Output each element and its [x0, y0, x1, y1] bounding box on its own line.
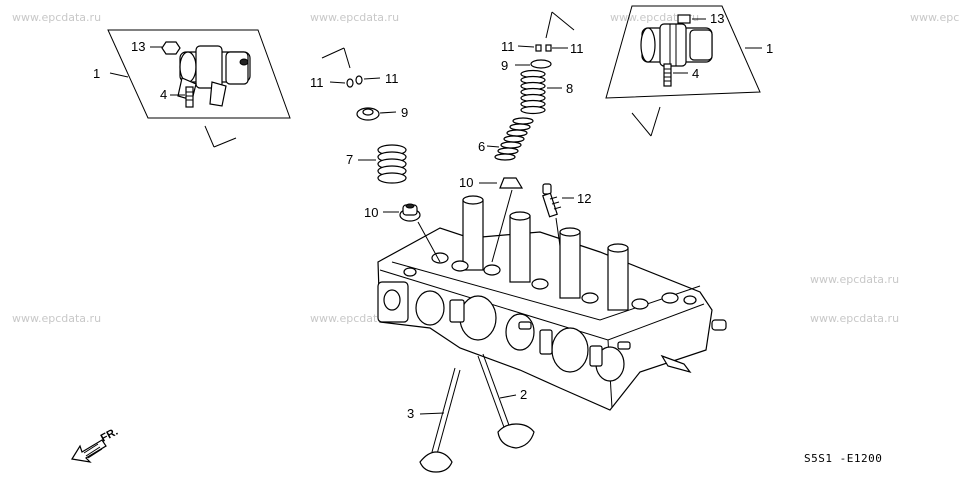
valve-seal-10-left-icon	[383, 203, 421, 222]
callout-10-left: 10	[364, 205, 378, 220]
front-direction-arrow-icon	[71, 439, 107, 463]
callout-9-top: 9	[501, 58, 508, 73]
rocker-arm-left-icon	[177, 45, 251, 107]
valve-spring-7-icon	[358, 144, 407, 184]
watermark: www.epcdata.ru	[810, 312, 899, 325]
cam-towers	[462, 195, 629, 311]
cylinder-head-icon	[377, 189, 727, 411]
callout-11-top-left: 11	[501, 39, 515, 54]
rocker-arm-right-icon	[640, 23, 713, 67]
exhaust-valve-2-icon	[477, 353, 535, 449]
callout-8: 8	[566, 81, 573, 96]
watermark: www.epcdata.ru	[12, 312, 101, 325]
watermark: www.epcdata.ru	[610, 11, 699, 24]
callout-4-right: 4	[692, 66, 699, 81]
spring-retainer-9-top-icon	[515, 59, 552, 69]
rocker-arm-assembly-right	[605, 5, 762, 137]
diagram-code: S5S1 -E1200	[804, 452, 882, 465]
callout-1-right: 1	[766, 41, 773, 56]
callout-4-left: 4	[160, 87, 167, 102]
rocker-arm-assembly-left	[107, 29, 291, 148]
callout-7: 7	[346, 152, 353, 167]
callout-9-mid: 9	[401, 105, 408, 120]
spring-retainer-9-mid-icon	[356, 107, 397, 121]
inner-spring-6-icon	[486, 117, 534, 161]
callout-6: 6	[478, 139, 485, 154]
watermark: www.epcdata.ru	[12, 11, 101, 24]
watermarks: www.epcdata.ru www.epcdata.ru www.epcdat…	[12, 11, 959, 325]
valve-seal-10-mid-icon	[479, 177, 524, 189]
callout-12: 12	[577, 191, 591, 206]
watermark: www.epcdata.ru	[310, 312, 399, 325]
callout-1-left: 1	[93, 66, 100, 81]
lock-nut-13-right-icon	[677, 14, 691, 24]
callout-13-right: 13	[710, 11, 724, 26]
callout-11-mid-left: 11	[310, 75, 324, 90]
valve-cotter-mid	[321, 47, 381, 88]
watermark: www.epcdata.ru	[810, 273, 899, 286]
callout-3: 3	[407, 406, 414, 421]
lock-nut-13-icon	[161, 41, 181, 55]
callout-13-left: 13	[131, 39, 145, 54]
valve-cotter-top	[517, 11, 575, 52]
callout-11-top-right: 11	[570, 41, 584, 56]
watermark: www.epcdata.ru	[310, 11, 399, 24]
callout-11-mid-right: 11	[385, 71, 399, 86]
intake-valve-3-icon	[419, 367, 461, 473]
adjusting-screw-4-icon	[185, 86, 194, 108]
callout-10-mid: 10	[459, 175, 473, 190]
outer-spring-8-icon	[520, 69, 562, 115]
callout-2: 2	[520, 387, 527, 402]
watermark: www.epc	[910, 11, 959, 24]
front-direction-label: FR.	[99, 426, 120, 445]
adjusting-screw-4-right-icon	[663, 63, 672, 87]
bolt-12-icon	[542, 183, 574, 218]
